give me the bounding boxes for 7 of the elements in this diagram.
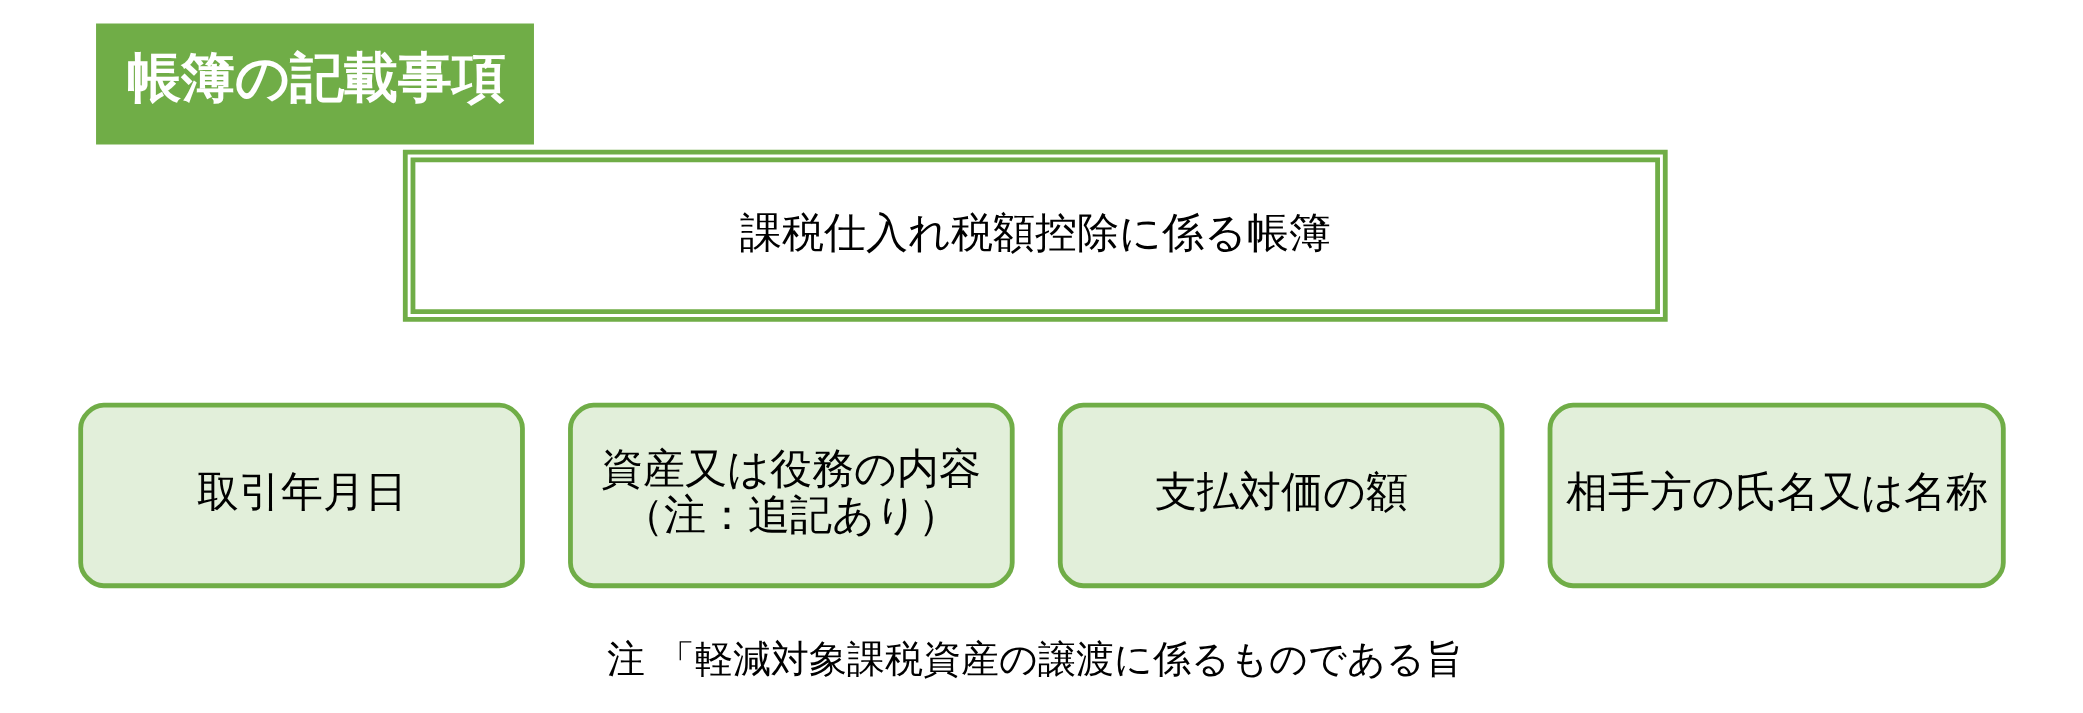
node-box: 課税仕入れ税額控除に係る帳簿 bbox=[402, 149, 1668, 322]
node-box: 相手方の氏名又は名称 bbox=[1547, 402, 2006, 589]
node-box: 資産又は役務の内容 （注：追記あり） bbox=[567, 402, 1015, 589]
node-box: 支払対価の額 bbox=[1057, 402, 1504, 589]
node-box: 取引年月日 bbox=[77, 402, 525, 589]
label: 注 「軽減対象課税資産の譲渡に係るものである旨 bbox=[606, 636, 1463, 682]
diagram-title: 帳簿の記載事項 bbox=[126, 46, 506, 110]
